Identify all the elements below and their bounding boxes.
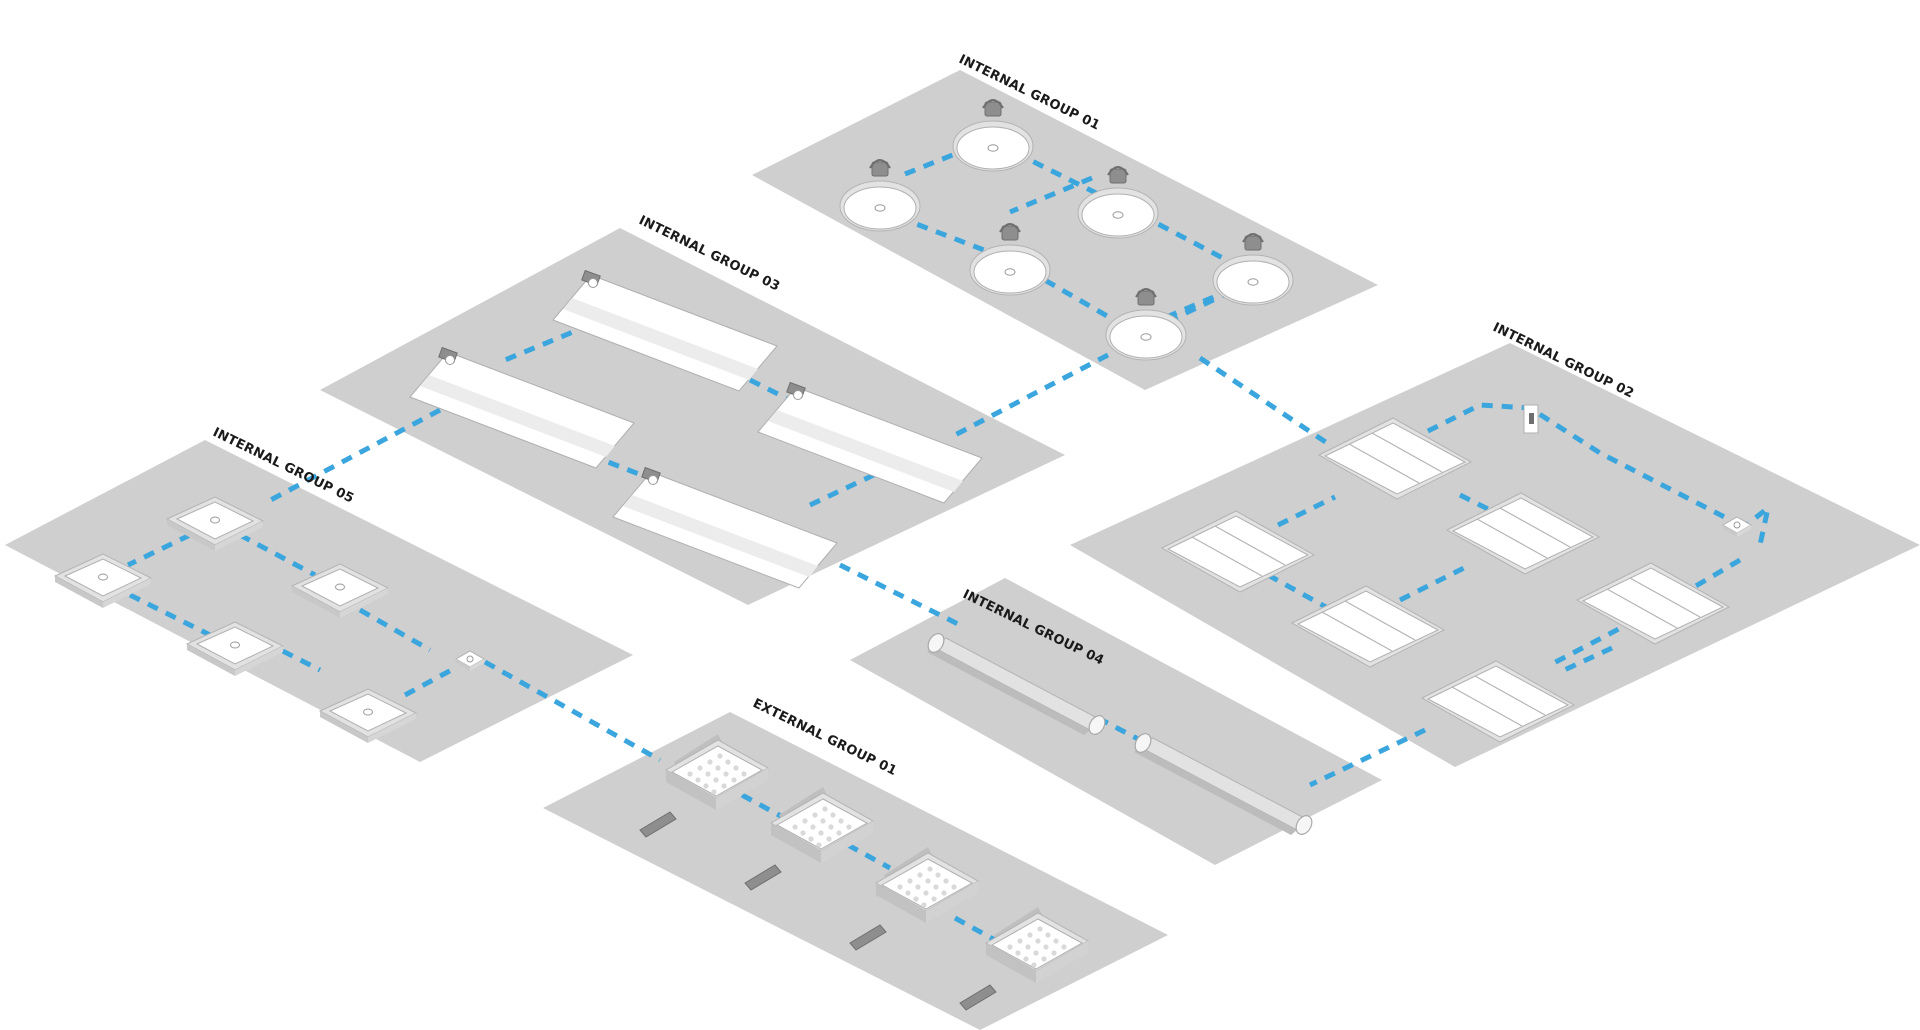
link-g05 (358, 607, 432, 653)
link-g05 (403, 665, 457, 698)
link-g01 (879, 207, 1257, 338)
wall-switch-icon (1523, 404, 1539, 434)
link-g03-to-g05 (263, 407, 442, 506)
link-g01 (1009, 175, 1093, 215)
link-g01 (904, 137, 1257, 278)
link-g02-to-g04 (1308, 727, 1427, 788)
platform-internal-group-03 (320, 228, 1065, 605)
link-ext01 (846, 842, 892, 871)
group-02-fixtures (1161, 404, 1752, 743)
link-g02 (1738, 501, 1772, 546)
link-g02 (1266, 572, 1337, 615)
platform-internal-group-01 (752, 70, 1378, 390)
link-g05 (128, 592, 212, 638)
link-g01 (1147, 287, 1231, 328)
link-ext01 (953, 915, 997, 943)
link-g02 (1558, 645, 1614, 675)
link-g03 (504, 322, 591, 363)
link-g02 (1276, 494, 1337, 528)
link-g05 (238, 532, 317, 578)
link-g02 (1398, 562, 1472, 603)
link-g01-to-g02 (1198, 355, 1332, 448)
link-g05-to-ext01 (483, 659, 662, 763)
link-g03 (808, 462, 897, 508)
link-g01-to-g03 (953, 352, 1110, 438)
link-g03-to-g04 (838, 562, 962, 628)
